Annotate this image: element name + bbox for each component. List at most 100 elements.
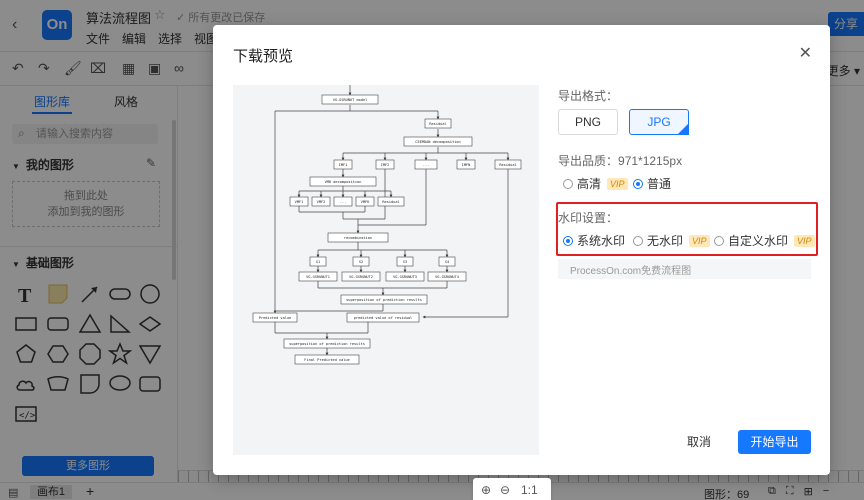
quality-hd-option[interactable]: 高清 VIP xyxy=(563,175,628,192)
image-icon[interactable]: ▣ xyxy=(148,60,162,76)
edit-icon[interactable]: ✎ xyxy=(146,156,157,170)
menu-file[interactable]: 文件 xyxy=(86,32,111,46)
tab-style[interactable]: 风格 xyxy=(114,95,139,109)
code-shape-icon[interactable]: </> xyxy=(14,402,38,426)
zoom-in-icon[interactable]: ⊕ xyxy=(481,483,492,497)
watermark-none-option[interactable]: 无水印 VIP xyxy=(633,232,710,249)
svg-text:T: T xyxy=(18,285,32,306)
page-list-icon[interactable]: ▤ xyxy=(8,487,19,499)
status-bar: ▤ 画布1 + 图形：69 ⧉ ⛶ ⊞ − xyxy=(0,482,864,500)
node-dots: ... xyxy=(414,159,438,170)
svg-text:VG-GSRUNUT1: VG-GSRUNUT1 xyxy=(306,275,330,279)
inverted-triangle-shape-icon[interactable] xyxy=(138,342,162,366)
menu-select[interactable]: 选择 xyxy=(158,32,183,46)
trapezoid-shape-icon[interactable] xyxy=(46,372,70,396)
document-title[interactable]: 算法流程图 xyxy=(86,11,152,26)
right-triangle-shape-icon[interactable] xyxy=(108,312,132,336)
node-vmfk: VMFK xyxy=(355,196,375,207)
svg-text:IMFN: IMFN xyxy=(462,163,471,167)
layers-icon[interactable]: ⧉ xyxy=(768,485,776,497)
star-shape-icon[interactable] xyxy=(108,342,132,366)
redo-icon[interactable]: ↷ xyxy=(38,60,50,76)
add-page-button[interactable]: + xyxy=(86,483,95,499)
format-jpg-button[interactable]: JPG xyxy=(629,109,689,135)
node-model3: VG-GSRUNUT3 xyxy=(385,271,425,282)
undo-icon[interactable]: ↶ xyxy=(12,60,24,76)
flowchart-connectors xyxy=(273,85,510,356)
zoom-out-icon[interactable]: ⊖ xyxy=(500,483,511,497)
back-arrow-icon[interactable]: ‹ xyxy=(12,16,18,33)
radio-button[interactable] xyxy=(633,178,643,189)
svg-text:S1: S1 xyxy=(316,260,320,264)
node-imf1: IMF1 xyxy=(333,159,353,170)
close-icon[interactable]: ✕ xyxy=(798,45,812,62)
app-logo[interactable]: On xyxy=(42,10,72,40)
style-icon[interactable]: ▦ xyxy=(122,60,136,76)
radio-button[interactable] xyxy=(714,235,724,246)
fullscreen-icon[interactable]: ⛶ xyxy=(785,485,794,497)
more-menu[interactable]: 更多 ▾ xyxy=(826,64,860,78)
watermark-system-option[interactable]: 系统水印 xyxy=(563,232,625,249)
svg-text:VMFK: VMFK xyxy=(361,200,370,204)
canvas-tab[interactable]: 画布1 xyxy=(30,485,72,499)
menu-view[interactable]: 视图 xyxy=(194,32,219,46)
basic-shapes-header[interactable]: ▼基础图形 xyxy=(12,256,74,270)
rounded-rect-shape-icon[interactable] xyxy=(108,282,132,306)
hexagon-shape-icon[interactable] xyxy=(46,342,70,366)
search-input[interactable] xyxy=(36,126,154,142)
more-shapes-button[interactable]: 更多图形 xyxy=(22,456,154,476)
svg-text:superposition of prediction re: superposition of prediction results xyxy=(289,342,365,346)
share-button[interactable]: 分享 xyxy=(828,12,864,36)
svg-text:Predicted value: Predicted value xyxy=(259,316,291,320)
format-painter-icon[interactable]: 🖌 xyxy=(64,60,82,76)
speech-bubble-shape-icon[interactable] xyxy=(108,372,132,396)
panel-scrollbar[interactable] xyxy=(172,120,176,280)
radio-button[interactable] xyxy=(563,235,573,246)
triangle-shape-icon[interactable] xyxy=(78,312,102,336)
rounded-rectangle-shape-icon[interactable] xyxy=(46,312,70,336)
quality-normal-option[interactable]: 普通 xyxy=(633,175,671,192)
caret-down-icon: ▼ xyxy=(12,162,20,171)
pentagon-shape-icon[interactable] xyxy=(14,342,38,366)
svg-text:VG-GSRUNUT4: VG-GSRUNUT4 xyxy=(435,275,459,279)
octagon-shape-icon[interactable] xyxy=(78,342,102,366)
svg-text:Residual: Residual xyxy=(429,122,446,126)
my-shapes-dropzone[interactable]: 拖到此处 添加到我的图形 xyxy=(12,181,160,227)
svg-text:predicted value of residual: predicted value of residual xyxy=(354,316,412,320)
node-s4: S4 xyxy=(438,256,456,267)
menu-edit[interactable]: 编辑 xyxy=(122,32,147,46)
rounded-square-shape-icon[interactable] xyxy=(138,372,162,396)
watermark-highlight xyxy=(556,202,818,256)
zoom-out-icon[interactable]: − xyxy=(822,485,830,497)
zoom-ratio[interactable]: 1:1 xyxy=(521,483,538,497)
cancel-button[interactable]: 取消 xyxy=(686,435,711,449)
svg-text:superposition of prediction re: superposition of prediction results xyxy=(346,298,422,302)
cloud-shape-icon[interactable] xyxy=(14,372,38,396)
clear-format-icon[interactable]: ⌧ xyxy=(90,60,107,76)
watermark-label: 水印设置： xyxy=(558,211,619,225)
radio-button[interactable] xyxy=(563,178,573,189)
note-shape-icon[interactable] xyxy=(46,282,70,306)
node-ceemdan: CEEMDAN decomposition xyxy=(403,136,473,147)
circle-shape-icon[interactable] xyxy=(138,282,162,306)
star-icon[interactable]: ☆ xyxy=(154,7,166,22)
my-shapes-header[interactable]: ▼我的图形 xyxy=(12,158,74,172)
start-export-button[interactable]: 开始导出 xyxy=(738,430,811,454)
link-icon[interactable]: ∞ xyxy=(174,60,184,76)
card-shape-icon[interactable] xyxy=(78,372,102,396)
node-residual1: Residual xyxy=(424,118,452,129)
arrow-shape-icon[interactable] xyxy=(78,282,102,306)
tab-shape-library[interactable]: 图形库 xyxy=(34,95,71,109)
fit-icon[interactable]: ⊞ xyxy=(803,486,813,498)
preview-pane: VG-GSRUNUT model Residual CEEMDAN decomp… xyxy=(233,85,551,500)
format-png-button[interactable]: PNG xyxy=(558,109,618,135)
svg-text:</>: </> xyxy=(19,411,36,421)
radio-button[interactable] xyxy=(633,235,643,246)
node-final: Final Predicted value xyxy=(294,354,360,365)
watermark-text-field[interactable] xyxy=(558,259,811,279)
watermark-custom-option[interactable]: 自定义水印 VIP xyxy=(714,232,815,249)
diamond-shape-icon[interactable] xyxy=(138,312,162,336)
save-status: ✓ 所有更改已保存 xyxy=(176,12,266,24)
text-shape-icon[interactable]: T xyxy=(14,282,38,306)
rectangle-shape-icon[interactable] xyxy=(14,312,38,336)
